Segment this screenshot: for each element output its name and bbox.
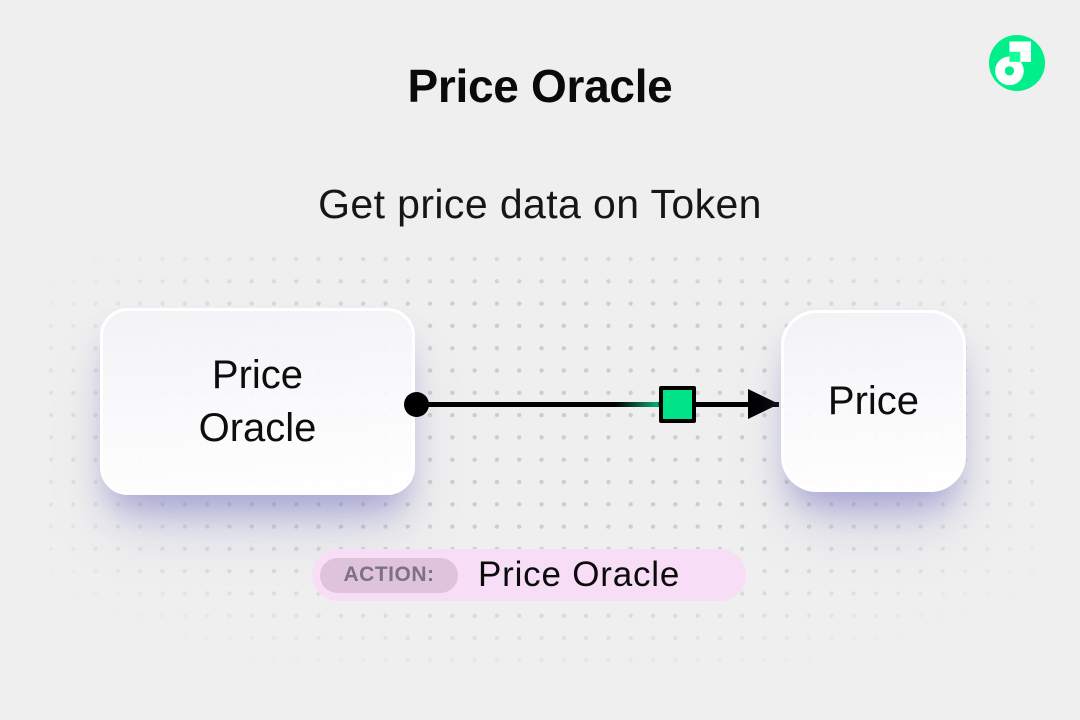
flow-logo-notch <box>1009 51 1021 62</box>
flow-logo-f-crossbar <box>1020 51 1031 62</box>
connector-line <box>416 402 779 407</box>
connector-arrowhead-icon <box>748 389 779 419</box>
source-node-label: Price Oracle <box>198 352 317 450</box>
action-tag-badge: ACTION: <box>320 557 458 593</box>
flow-logo-loop-hole <box>1004 66 1015 76</box>
flow-logo-icon <box>989 35 1045 91</box>
page-title: Price Oracle <box>407 60 673 112</box>
connector-start-dot <box>404 392 429 417</box>
action-bar: ACTION: Price Oracle <box>312 549 746 601</box>
page-subtitle: Get price data on Token <box>318 181 762 227</box>
flow-logo-svg <box>989 35 1045 91</box>
target-node-price: Price <box>781 310 966 492</box>
source-node-price-oracle: Price Oracle <box>100 308 415 495</box>
connector-marker-square <box>659 386 696 423</box>
action-name-label: Price Oracle <box>478 555 681 594</box>
target-node-label: Price <box>827 378 920 423</box>
